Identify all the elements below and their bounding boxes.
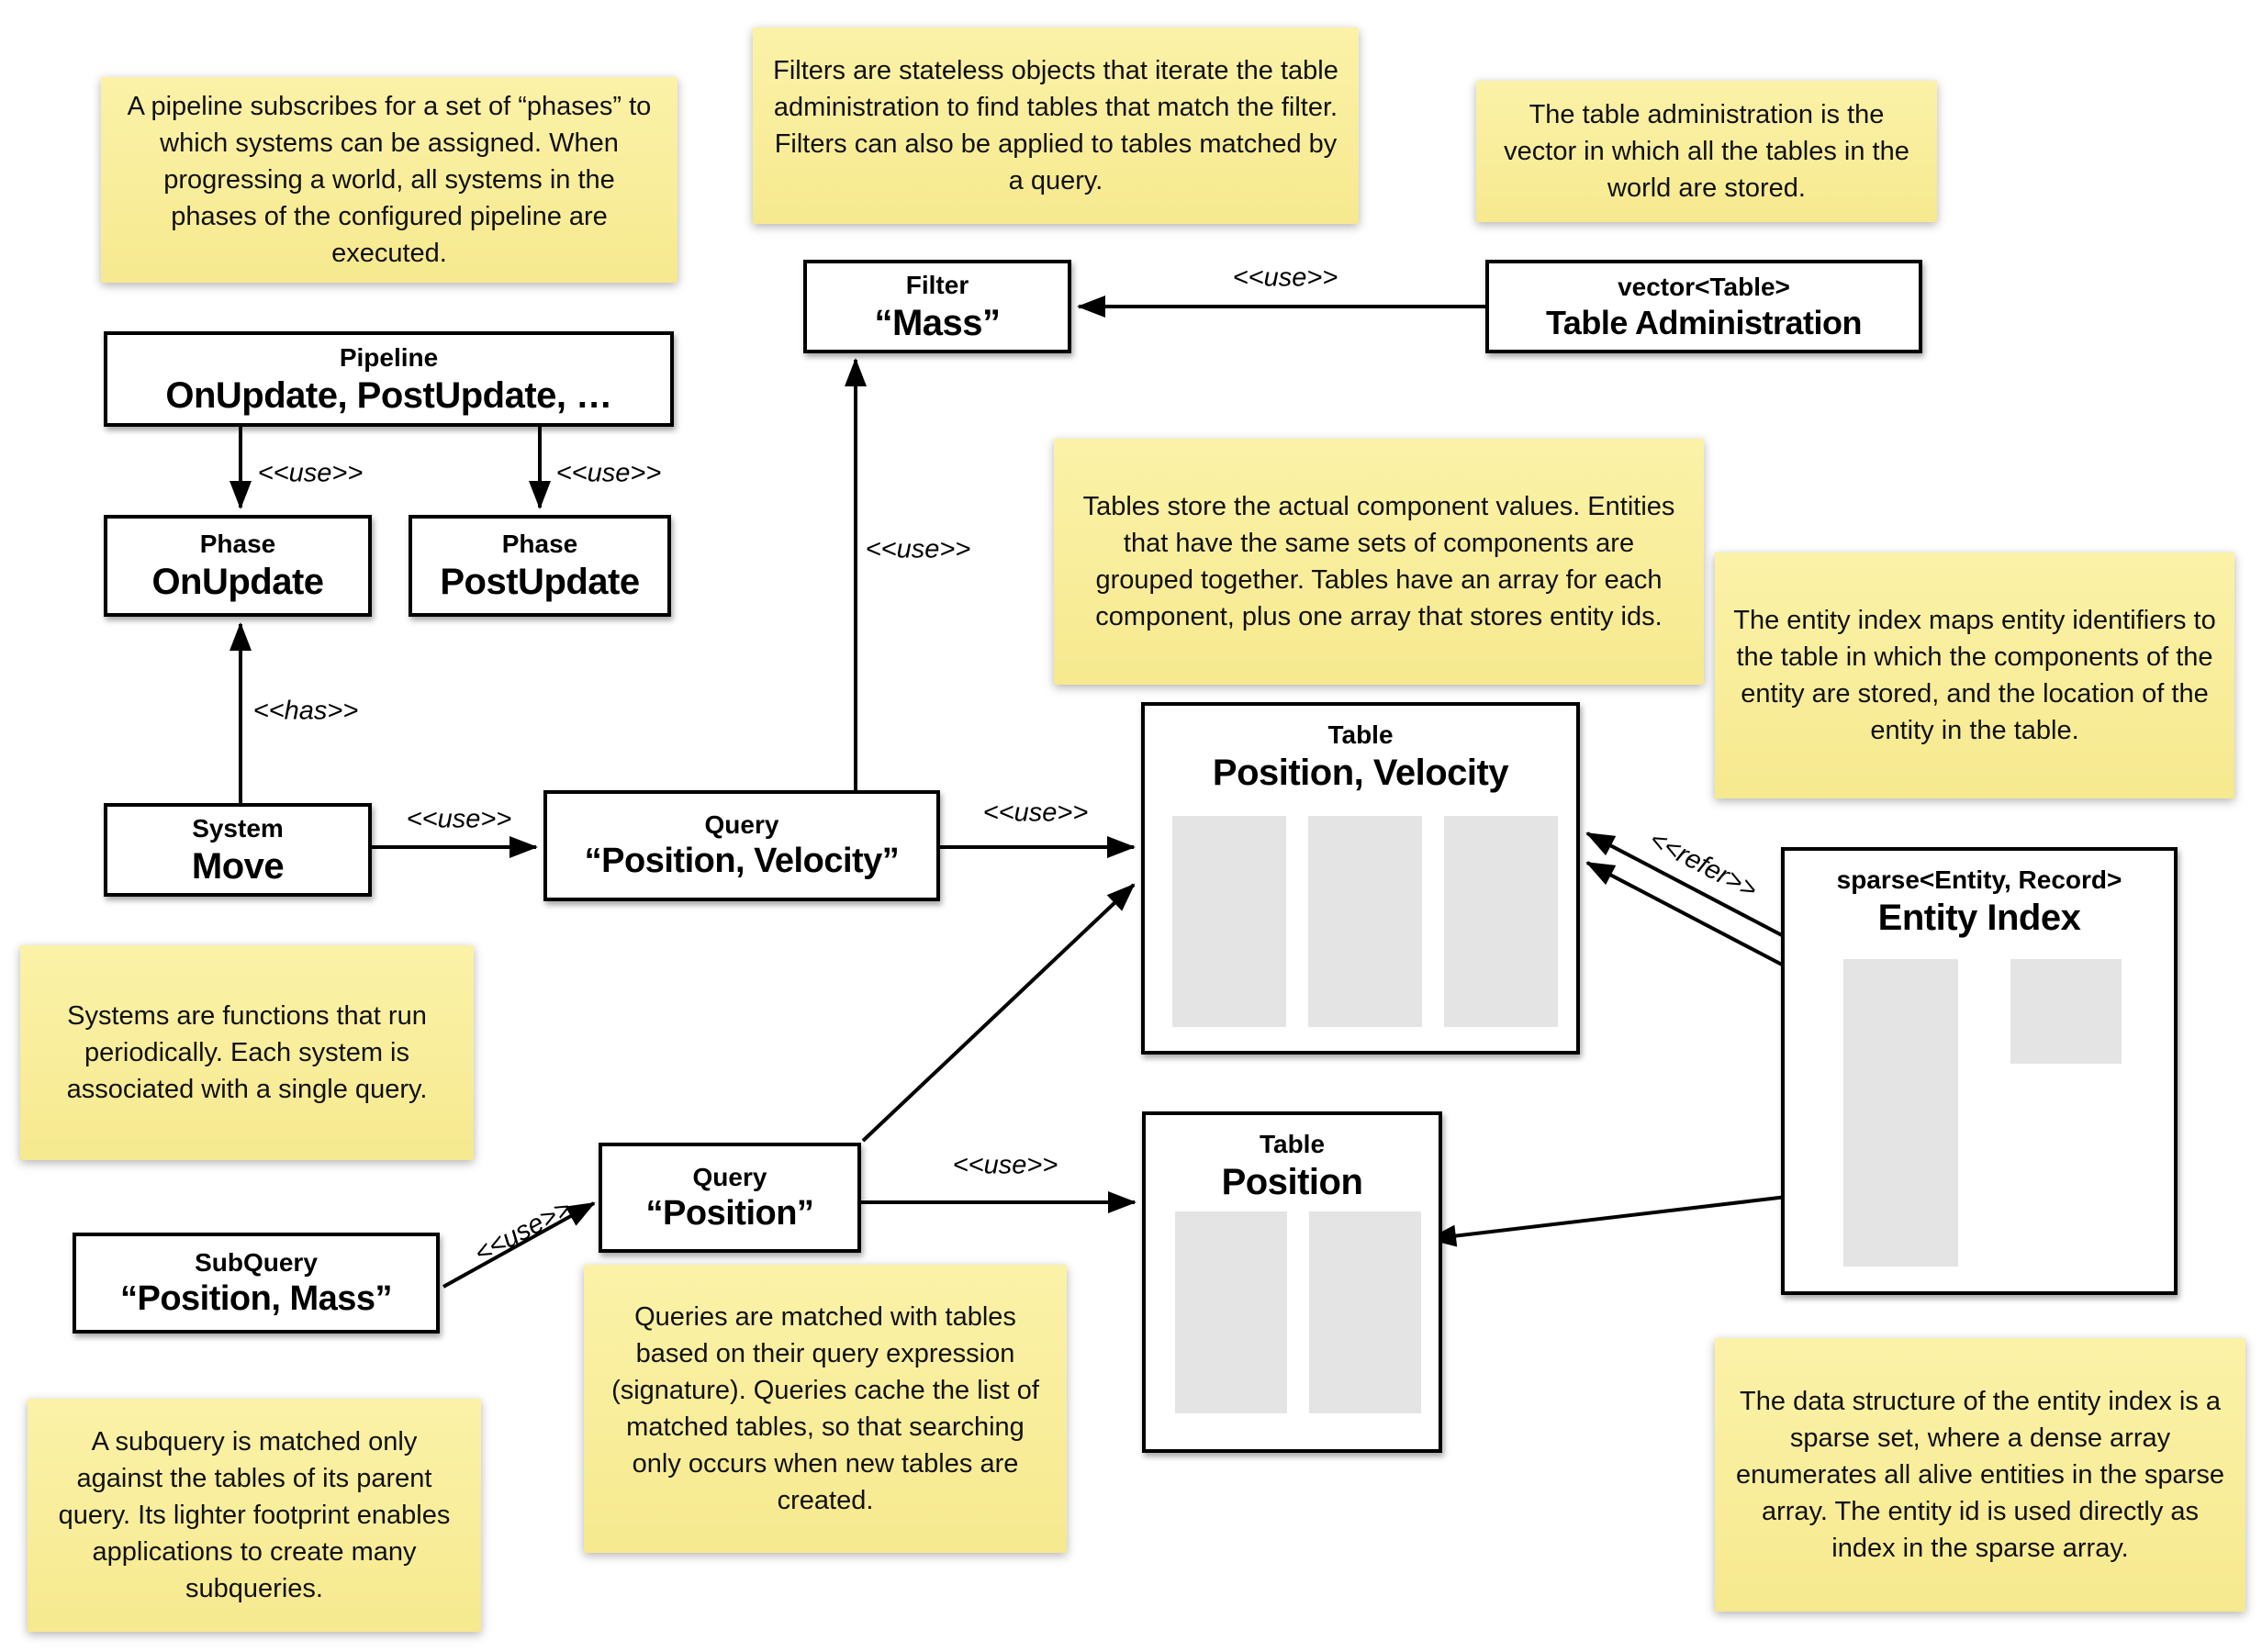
edge-label-use: <<use>> xyxy=(865,534,971,564)
box-pipeline-stereotype: Pipeline xyxy=(339,342,439,372)
edge-label-refer: <<refer>> xyxy=(1644,824,1763,906)
note-entity-index: The entity index maps entity identifiers… xyxy=(1715,553,2234,798)
edge-label-use: <<use>> xyxy=(952,1150,1058,1180)
component-array-slot xyxy=(1444,816,1558,1027)
box-phase-postupdate-stereotype: Phase xyxy=(501,530,578,558)
box-table-p-name: Position xyxy=(1221,1162,1363,1202)
edge-label-use: <<use>> xyxy=(1232,262,1338,293)
edge-query-p-table-pv xyxy=(861,883,1136,1143)
note-table-administration: The table administration is the vector i… xyxy=(1476,81,1937,222)
box-table-p-stereotype: Table xyxy=(1259,1130,1326,1158)
box-query-pv-name: “Position, Velocity” xyxy=(584,842,900,881)
box-subquery-name: “Position, Mass” xyxy=(119,1278,393,1318)
note-sparse-set: The data structure of the entity index i… xyxy=(1715,1338,2245,1612)
edge-label-has: <<has>> xyxy=(252,696,359,726)
box-filter-mass: Filter “Mass” xyxy=(803,260,1071,353)
dense-array-slot xyxy=(2010,959,2122,1064)
edge-label-use: <<use>> xyxy=(555,458,662,488)
edge-label-use: <<use>> xyxy=(406,804,512,834)
box-table-administration-stereotype: vector<Table> xyxy=(1618,272,1790,301)
box-phase-onupdate-name: OnUpdate xyxy=(151,562,324,602)
box-subquery-position-mass: SubQuery “Position, Mass” xyxy=(73,1233,440,1334)
box-subquery-stereotype: SubQuery xyxy=(195,1247,318,1277)
box-system-move: System Move xyxy=(104,803,372,897)
edge-label-use: <<use>> xyxy=(469,1193,577,1269)
note-pipeline: A pipeline subscribes for a set of “phas… xyxy=(101,77,677,283)
box-pipeline: Pipeline OnUpdate, PostUpdate, … xyxy=(104,331,674,427)
box-phase-postupdate-name: PostUpdate xyxy=(440,562,640,602)
box-filter-name: “Mass” xyxy=(874,302,1001,343)
box-system-move-name: Move xyxy=(191,845,285,887)
edge-label-use: <<use>> xyxy=(257,458,364,488)
note-filters: Filters are stateless objects that itera… xyxy=(753,28,1359,224)
box-entity-index-stereotype: sparse<Entity, Record> xyxy=(1836,865,2122,894)
box-entity-index-name: Entity Index xyxy=(1877,898,2081,938)
box-query-p-name: “Position” xyxy=(645,1193,814,1233)
note-tables: Tables store the actual component values… xyxy=(1054,439,1704,685)
note-subquery: A subquery is matched only against the t… xyxy=(28,1399,481,1632)
box-query-pv-stereotype: Query xyxy=(704,810,779,840)
box-filter-stereotype: Filter xyxy=(905,270,969,299)
component-array-slot xyxy=(1308,816,1422,1027)
box-entity-index: sparse<Entity, Record> Entity Index xyxy=(1781,847,2178,1295)
edge-index-table-p xyxy=(1428,1189,1842,1247)
box-table-pv-stereotype: Table xyxy=(1327,720,1394,749)
component-array-slot xyxy=(1172,816,1286,1027)
note-queries: Queries are matched with tables based on… xyxy=(584,1265,1067,1553)
box-table-pv-name: Position, Velocity xyxy=(1212,753,1509,793)
box-phase-postupdate: Phase PostUpdate xyxy=(409,515,671,617)
box-pipeline-name: OnUpdate, PostUpdate, … xyxy=(165,374,612,416)
note-systems: Systems are functions that run periodica… xyxy=(20,945,474,1160)
box-table-administration: vector<Table> Table Administration xyxy=(1485,260,1922,353)
box-phase-onupdate-stereotype: Phase xyxy=(199,530,276,558)
box-table-position-velocity: Table Position, Velocity xyxy=(1141,702,1580,1055)
component-array-slot xyxy=(1309,1211,1421,1413)
box-table-administration-name: Table Administration xyxy=(1545,303,1863,341)
box-query-position: Query “Position” xyxy=(599,1143,861,1253)
sparse-array-slot xyxy=(1843,959,1958,1267)
box-query-p-stereotype: Query xyxy=(692,1162,767,1191)
component-array-slot xyxy=(1175,1211,1287,1413)
edge-label-use: <<use>> xyxy=(982,798,1089,828)
box-query-position-velocity: Query “Position, Velocity” xyxy=(543,790,940,901)
box-phase-onupdate: Phase OnUpdate xyxy=(104,515,372,617)
box-system-move-stereotype: System xyxy=(192,813,284,843)
box-table-position: Table Position xyxy=(1142,1111,1442,1453)
